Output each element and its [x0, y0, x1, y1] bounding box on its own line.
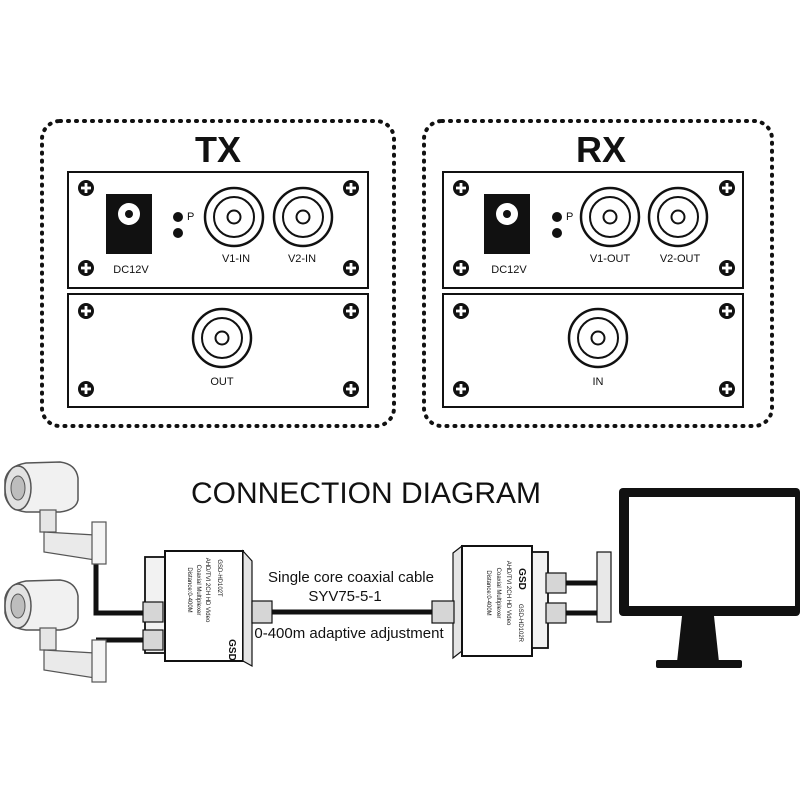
screw-icon: [453, 180, 469, 196]
screw-icon: [78, 180, 94, 196]
tx-indicator-label: P: [187, 211, 194, 223]
tx-device-model: GSD-HD102T: [216, 559, 222, 597]
rx-power-label: DC12V: [491, 264, 527, 276]
camera-icon: [4, 579, 107, 683]
rx-device-brand: GSD: [516, 568, 527, 590]
screw-icon: [719, 303, 735, 319]
rx-device-line2: Coaxial Multiplexer: [495, 568, 501, 619]
rx-device-line3: Distance:0-400M: [485, 570, 491, 615]
rx-device-line1: AHD/TVI 2CH HD Video: [505, 561, 511, 626]
bnc-connector-icon: [545, 572, 567, 624]
bnc-connector-icon: [431, 600, 455, 624]
screw-icon: [453, 303, 469, 319]
screw-icon: [78, 303, 94, 319]
tx-device-line2: Coaxial Multiplexer: [195, 565, 201, 616]
rx-title: RX: [576, 129, 626, 170]
screw-icon: [719, 381, 735, 397]
bnc-connector-icon: [251, 600, 273, 624]
screw-icon: [719, 260, 735, 276]
camera-icon: [4, 461, 107, 565]
tx-output-label: OUT: [210, 376, 234, 388]
tx-panel: TX DC12V P V1-IN V2-IN OUT: [40, 119, 396, 428]
tx-device-brand: GSD: [226, 639, 237, 661]
bnc-connector-icon: [579, 186, 641, 248]
screw-icon: [343, 303, 359, 319]
rx-port2-label: V2-OUT: [660, 253, 701, 265]
bnc-connector-icon: [142, 601, 164, 651]
dc-jack-icon: [484, 194, 530, 254]
rx-device: GSD GSD-HD102R AHD/TVI 2CH HD Video Coax…: [431, 544, 567, 660]
distance-note: 0-400m adaptive adjustment: [254, 625, 444, 642]
tx-device-line3: Distance:0-400M: [186, 567, 192, 612]
rx-indicator-label: P: [566, 211, 573, 223]
rx-input-label: IN: [593, 376, 604, 388]
tx-device: GSD GSD-HD102T AHD/TVI 2CH HD Video Coax…: [142, 549, 273, 668]
tx-port1-label: V1-IN: [222, 253, 250, 265]
screw-icon: [343, 260, 359, 276]
rx-panel: RX DC12V P V1-OUT V2-OUT IN: [422, 119, 774, 428]
tx-power-label: DC12V: [113, 264, 149, 276]
screw-icon: [343, 381, 359, 397]
bnc-connector-icon: [567, 307, 629, 369]
bnc-connector-icon: [191, 307, 253, 369]
screw-icon: [78, 381, 94, 397]
tx-title: TX: [195, 129, 241, 170]
tx-device-line1: AHD/TVI 2CH HD Video: [204, 558, 210, 623]
screw-icon: [343, 180, 359, 196]
power-led-icon: [173, 212, 183, 238]
power-led-icon: [552, 212, 562, 238]
cable-type-label: Single core coaxial cable: [268, 569, 434, 586]
rx-device-model: GSD-HD102R: [517, 604, 523, 643]
dc-jack-icon: [106, 194, 152, 254]
monitor-icon: [596, 488, 800, 668]
bnc-connector-icon: [203, 186, 265, 248]
rx-port1-label: V1-OUT: [590, 253, 631, 265]
screw-icon: [453, 381, 469, 397]
screw-icon: [719, 180, 735, 196]
tx-port2-label: V2-IN: [288, 253, 316, 265]
bnc-connector-icon: [647, 186, 709, 248]
bnc-connector-icon: [272, 186, 334, 248]
cable-model-label: SYV75-5-1: [308, 588, 381, 605]
screw-icon: [78, 260, 94, 276]
screw-icon: [453, 260, 469, 276]
diagram-heading: CONNECTION DIAGRAM: [191, 477, 541, 510]
